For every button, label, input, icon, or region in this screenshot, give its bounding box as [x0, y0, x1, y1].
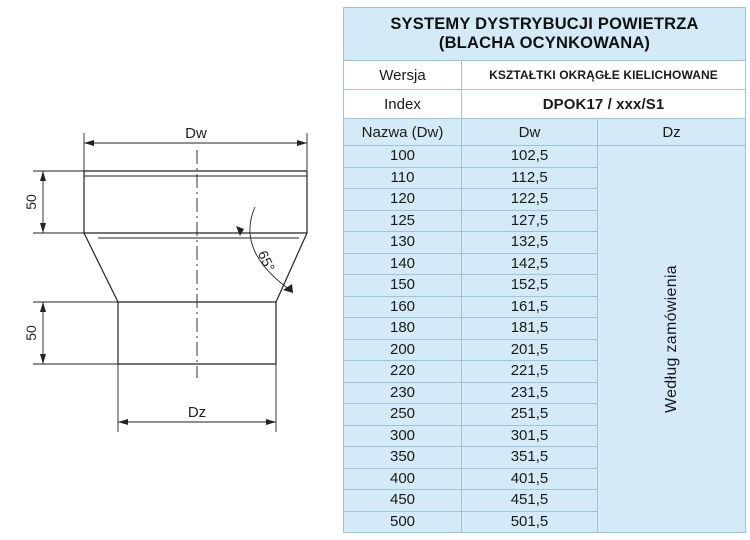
- dz-note: Według zamówienia: [662, 265, 680, 413]
- index-label: Index: [343, 89, 462, 119]
- dz-label: Dz: [188, 404, 206, 421]
- cell-name: 220: [343, 360, 462, 383]
- angle-label: 65°: [255, 248, 278, 274]
- cone-right-edge: [275, 232, 308, 303]
- cell-dw: 221,5: [461, 360, 598, 383]
- index-value: DPOK17 / xxx/S1: [460, 89, 747, 119]
- cell-dw: 451,5: [461, 489, 598, 512]
- cell-dw: 142,5: [461, 252, 598, 275]
- col-header-dw: Dw: [461, 118, 598, 146]
- cell-name: 160: [343, 295, 462, 318]
- cell-dw: 501,5: [461, 510, 598, 533]
- cell-name: 120: [343, 188, 462, 211]
- cell-name: 100: [343, 145, 462, 168]
- cell-dw: 102,5: [461, 145, 598, 168]
- upper-height-label: 50: [23, 194, 39, 210]
- cell-name: 400: [343, 467, 462, 490]
- cell-name: 150: [343, 274, 462, 297]
- angle-arc: [249, 206, 294, 293]
- cell-dw: 201,5: [461, 338, 598, 361]
- cell-dw: 152,5: [461, 274, 598, 297]
- dz-merged-cell: Według zamówienia: [596, 145, 747, 533]
- index-row: Index DPOK17 / xxx/S1: [343, 89, 747, 119]
- cell-name: 450: [343, 489, 462, 512]
- dw-label: Dw: [185, 125, 207, 142]
- cell-name: 130: [343, 231, 462, 254]
- cone-left-edge: [83, 232, 119, 303]
- cell-name: 500: [343, 510, 462, 533]
- cell-name: 110: [343, 166, 462, 189]
- title-row: SYSTEMY DYSTRYBUCJI POWIETRZA (BLACHA OC…: [342, 7, 747, 61]
- title-line-1: SYSTEMY DYSTRYBUCJI POWIETRZA: [390, 15, 699, 33]
- cell-dw: 161,5: [461, 295, 598, 318]
- cell-name: 250: [343, 403, 462, 426]
- lower-height-label: 50: [23, 325, 39, 341]
- col-header-dz: Dz: [596, 118, 747, 146]
- column-header-row: Nazwa (Dw) Dw Dz: [343, 118, 747, 146]
- cell-name: 180: [343, 317, 462, 340]
- spec-table: SYSTEMY DYSTRYBUCJI POWIETRZA (BLACHA OC…: [342, 7, 747, 533]
- cell-dw: 112,5: [461, 166, 598, 189]
- cell-dw: 301,5: [461, 424, 598, 447]
- cell-dw: 127,5: [461, 209, 598, 232]
- cell-dw: 401,5: [461, 467, 598, 490]
- wersja-value: KSZTAŁTKI OKRĄGŁE KIELICHOWANE: [460, 60, 747, 90]
- cell-name: 230: [343, 381, 462, 404]
- wersja-row: Wersja KSZTAŁTKI OKRĄGŁE KIELICHOWANE: [343, 60, 747, 90]
- title-line-2: (BLACHA OCYNKOWANA): [438, 34, 651, 52]
- table-title: SYSTEMY DYSTRYBUCJI POWIETRZA (BLACHA OC…: [342, 7, 747, 61]
- cell-name: 125: [343, 209, 462, 232]
- cell-dw: 122,5: [461, 188, 598, 211]
- cell-dw: 231,5: [461, 381, 598, 404]
- cell-dw: 132,5: [461, 231, 598, 254]
- cell-name: 300: [343, 424, 462, 447]
- cell-name: 140: [343, 252, 462, 275]
- col-header-name: Nazwa (Dw): [343, 118, 462, 146]
- cell-dw: 351,5: [461, 446, 598, 469]
- cell-dw: 181,5: [461, 317, 598, 340]
- technical-drawing: Dw Dz 50 50 65°: [23, 125, 308, 432]
- cell-dw: 251,5: [461, 403, 598, 426]
- wersja-label: Wersja: [343, 60, 462, 90]
- cell-name: 200: [343, 338, 462, 361]
- cell-name: 350: [343, 446, 462, 469]
